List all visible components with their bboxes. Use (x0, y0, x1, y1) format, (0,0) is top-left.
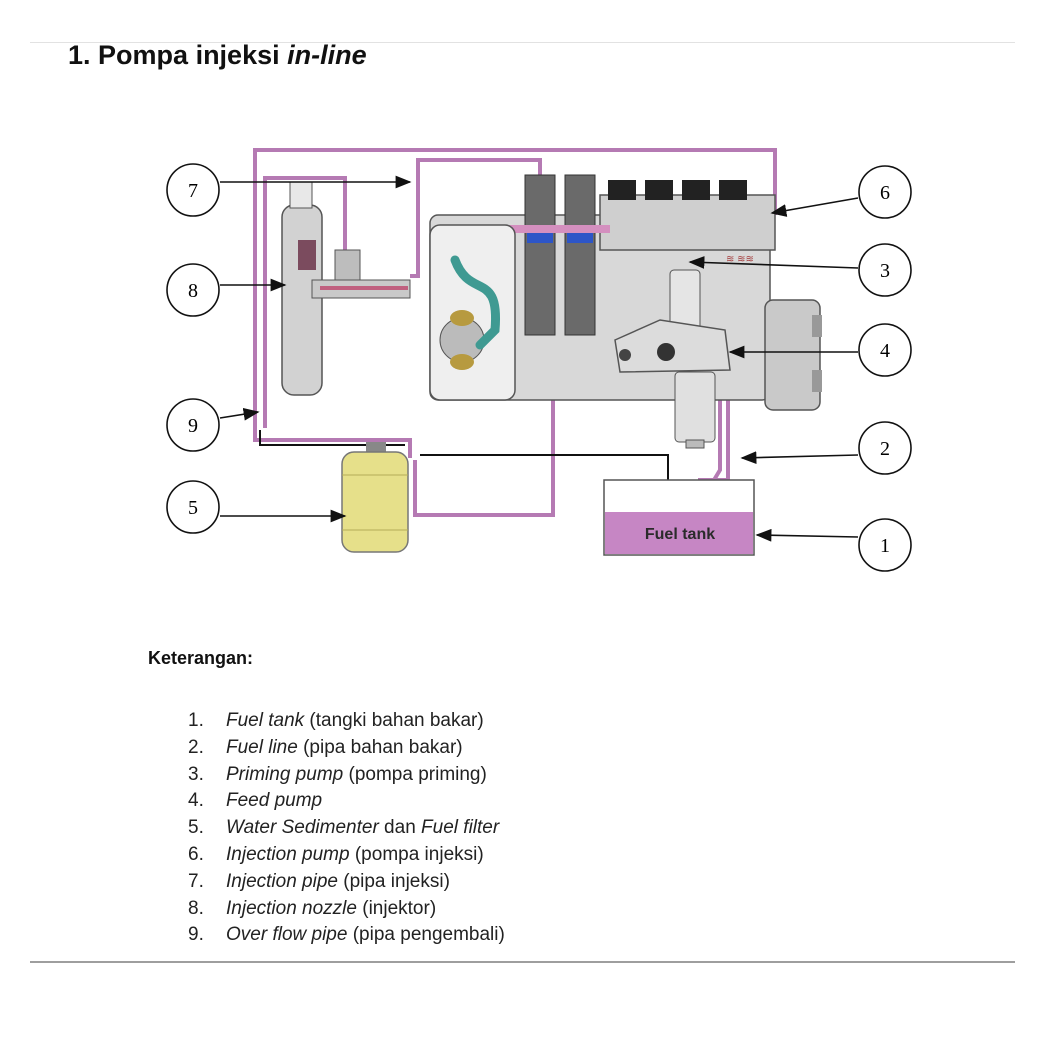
legend-item: 3.Priming pump (pompa priming) (188, 763, 487, 785)
legend-item: 9.Over flow pipe (pipa pengembali) (188, 924, 505, 946)
svg-text:4: 4 (880, 340, 890, 362)
svg-text:2: 2 (880, 438, 890, 460)
legend-item: 6.Injection pump (pompa injeksi) (188, 843, 484, 865)
callout-5: 5 (166, 480, 220, 534)
injection-pump (429, 174, 822, 411)
callout-2: 2 (858, 421, 912, 475)
top-divider (30, 42, 1015, 43)
svg-text:8: 8 (188, 280, 198, 302)
callout-1: 1 (858, 518, 912, 572)
overflow-pipe-inner (263, 176, 347, 428)
callout-3: 3 (858, 243, 912, 297)
pump-plate-label: ≋ ≋≋ (726, 254, 754, 265)
legend-list: 1.Fuel tank (tangki bahan bakar) 2.Fuel … (188, 708, 505, 949)
return-line (253, 428, 412, 458)
fuel-tank-label: Fuel tank (645, 526, 715, 543)
legend-item: 4.Feed pump (188, 790, 323, 812)
legend-item: 2.Fuel line (pipa bahan bakar) (188, 736, 463, 758)
svg-text:3: 3 (880, 260, 890, 282)
bottom-divider (30, 961, 1015, 963)
fuel-line-dark (259, 430, 669, 485)
callout-6: 6 (858, 165, 912, 219)
callout-9: 9 (166, 398, 220, 452)
page-title: 1. Pompa injeksi in-line (68, 40, 367, 70)
callout-4: 4 (858, 323, 912, 377)
callout-7: 7 (166, 163, 220, 217)
svg-text:9: 9 (188, 415, 198, 437)
callout-arrows (219, 175, 859, 542)
overflow-pipe-outer (253, 148, 777, 428)
legend-item: 7.Injection pipe (pipa injeksi) (188, 870, 450, 892)
water-sedimenter (341, 442, 409, 553)
legend-item: 8.Injection nozzle (injektor) (188, 897, 437, 919)
legend-heading: Keterangan: (148, 648, 254, 668)
legend-item: 5.Water Sedimenter dan Fuel filter (188, 817, 500, 839)
svg-text:7: 7 (188, 180, 198, 202)
svg-text:1: 1 (880, 535, 890, 557)
feed-pump (614, 269, 731, 449)
svg-text:5: 5 (188, 497, 198, 519)
svg-text:6: 6 (880, 182, 890, 204)
callout-8: 8 (166, 263, 220, 317)
fuel-system-diagram: Fuel tank ≋ ≋≋ 7 8 9 5 6 3 4 (166, 148, 912, 572)
injection-nozzle (281, 181, 411, 396)
fuel-tank: Fuel tank (603, 479, 755, 556)
legend-item: 1.Fuel tank (tangki bahan bakar) (188, 710, 484, 731)
